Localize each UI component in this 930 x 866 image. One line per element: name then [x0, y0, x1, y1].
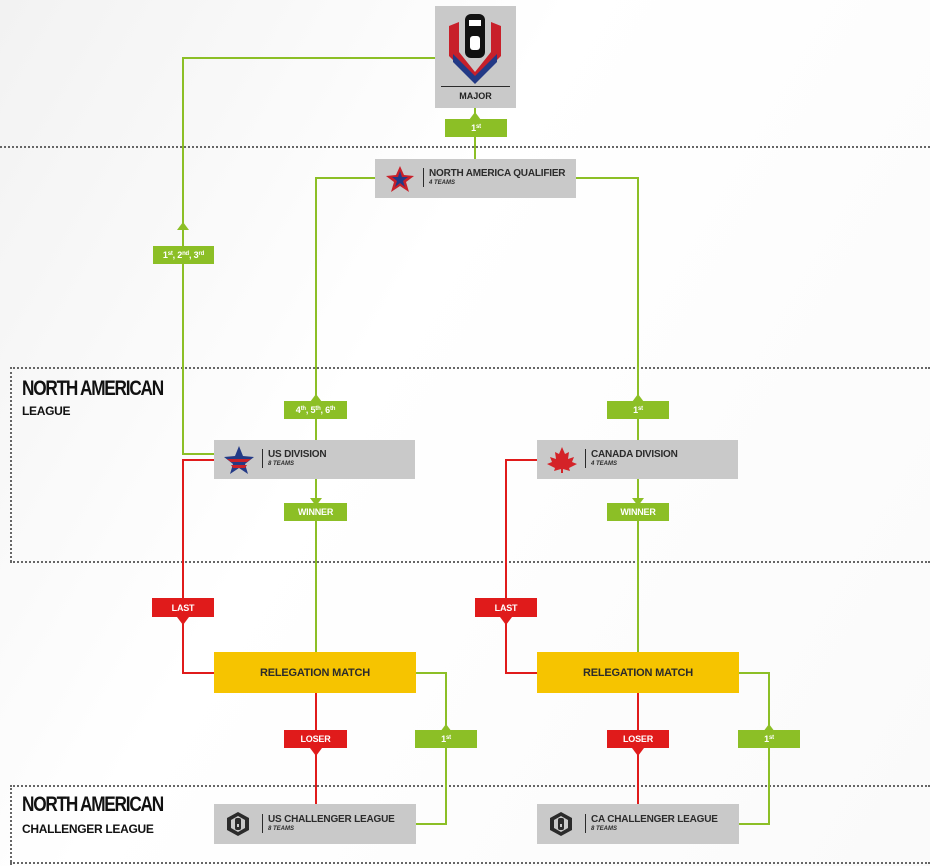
arrow-us-to-major [177, 222, 189, 230]
arrow-us-winner [310, 498, 322, 506]
canada-division-title: CANADA DIVISION [591, 449, 678, 460]
tag-us-winner: WINNER [284, 503, 347, 521]
us-challenger-text: US CHALLENGER LEAGUE 8 TEAMS [262, 814, 395, 833]
ca-challenger-node: CA CHALLENGER LEAGUE 8 TEAMS [537, 804, 739, 844]
league-section-left-border [10, 367, 12, 562]
major-node: MAJOR [435, 6, 516, 108]
major-divider [441, 86, 510, 87]
arrow-us-loser [310, 748, 322, 756]
connector-us-to-major [182, 57, 435, 455]
challenger-section-left-border [10, 785, 12, 865]
connector-ca-last [505, 459, 537, 674]
us-challenger-title: US CHALLENGER LEAGUE [268, 814, 395, 825]
tag-us-loser: LOSER [284, 730, 347, 748]
league-section-subtitle: LEAGUE [22, 404, 71, 418]
us-challenger-subtitle: 8 TEAMS [268, 826, 295, 832]
major-label: MAJOR [459, 91, 492, 101]
connector-ca-to-qual [575, 177, 639, 440]
us-relegation-match: RELEGATION MATCH [214, 652, 416, 693]
na-qualifier-title: NORTH AMERICA QUALIFIER [429, 168, 566, 179]
tag-us-last: LAST [152, 598, 214, 617]
na-qualifier-subtitle: 4 TEAMS [429, 180, 456, 186]
six-logo-icon [449, 14, 501, 84]
six-shield-icon [227, 812, 249, 836]
canada-division-subtitle: 4 TEAMS [591, 461, 618, 467]
challenger-section-bottom-border [10, 862, 930, 864]
connector-us-to-qual [315, 177, 375, 440]
ca-challenger-text: CA CHALLENGER LEAGUE 8 TEAMS [585, 814, 718, 833]
us-division-subtitle: 8 TEAMS [268, 461, 295, 467]
arrow-qual-to-major [469, 112, 481, 120]
arrow-ca-loser [632, 748, 644, 756]
us-challenger-node: US CHALLENGER LEAGUE 8 TEAMS [214, 804, 416, 844]
na-qualifier-node: NORTH AMERICA QUALIFIER 4 TEAMS [375, 159, 576, 198]
arrow-ca-to-qual [632, 394, 644, 402]
ca-challenger-subtitle: 8 TEAMS [591, 826, 618, 832]
challenger-section-subtitle: CHALLENGER LEAGUE [22, 822, 154, 836]
tag-ca-winner: WINNER [607, 503, 669, 521]
tag-ca-loser: LOSER [607, 730, 669, 748]
na-qualifier-text: NORTH AMERICA QUALIFIER 4 TEAMS [423, 168, 566, 187]
major-section-divider [0, 146, 930, 148]
arrow-ca-winner [632, 498, 644, 506]
tag-ca-last: LAST [475, 598, 537, 617]
league-section-top-border [10, 367, 930, 369]
us-division-title: US DIVISION [268, 449, 327, 460]
connector-us-chal-first [416, 672, 447, 825]
six-shield-icon [550, 812, 572, 836]
us-division-node: US DIVISION 8 TEAMS [214, 440, 415, 479]
challenger-section-top-border [10, 785, 930, 787]
arrow-us-to-qual [310, 394, 322, 402]
league-section-bottom-border [10, 561, 930, 563]
na-star-icon [386, 166, 414, 192]
arrow-us-last [177, 617, 189, 625]
connector-ca-chal-first [738, 672, 770, 825]
league-section-title: NORTH AMERICAN [22, 377, 164, 400]
connector-us-last [182, 459, 214, 674]
arrow-ca-last [500, 617, 512, 625]
canada-division-text: CANADA DIVISION 4 TEAMS [585, 449, 678, 468]
challenger-section-title: NORTH AMERICAN [22, 793, 164, 816]
ca-relegation-match: RELEGATION MATCH [537, 652, 739, 693]
us-star-icon [224, 446, 254, 474]
ca-challenger-title: CA CHALLENGER LEAGUE [591, 814, 718, 825]
canada-division-node: CANADA DIVISION 4 TEAMS [537, 440, 738, 479]
us-division-text: US DIVISION 8 TEAMS [262, 449, 327, 468]
maple-leaf-icon [547, 447, 577, 473]
